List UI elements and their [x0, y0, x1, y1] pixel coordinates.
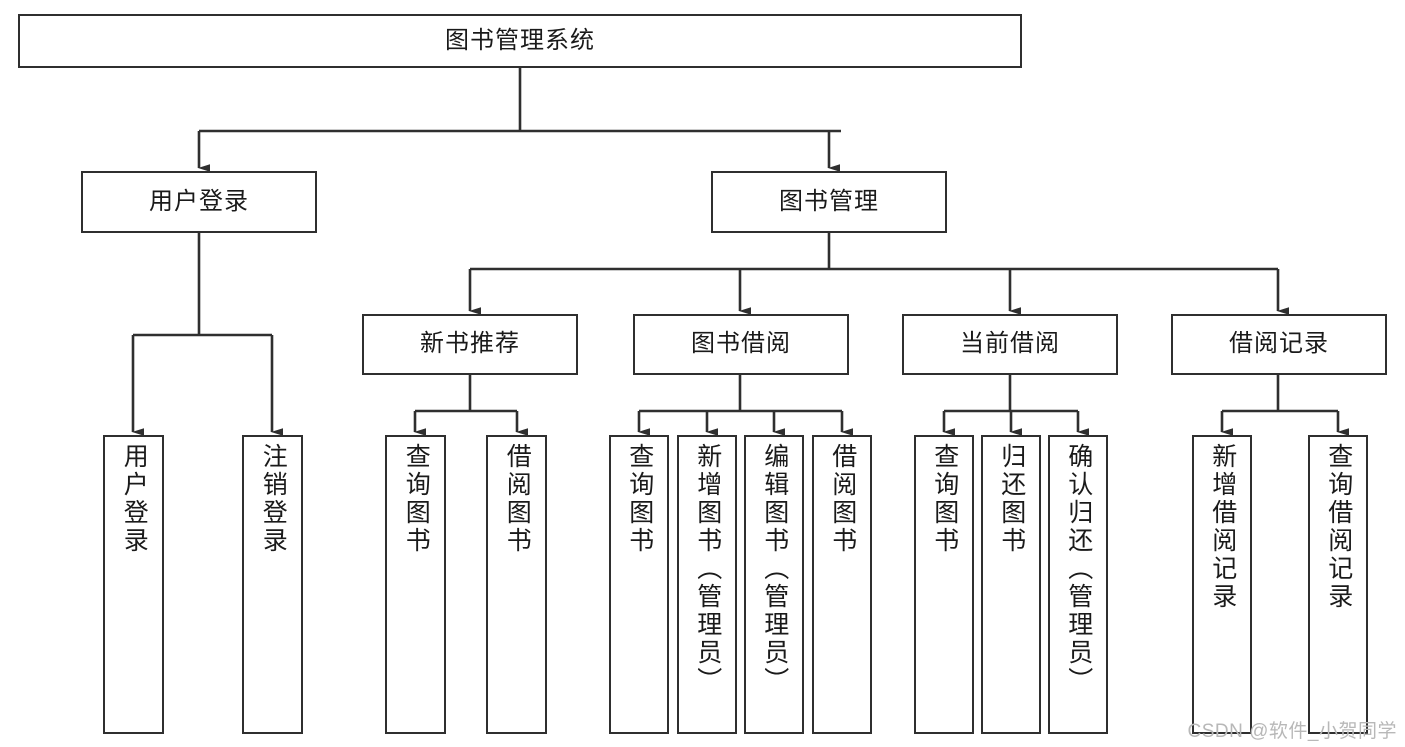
node-book-borrow[interactable]: 图书借阅	[633, 314, 849, 375]
node-book-borrow-label: 图书借阅	[691, 330, 791, 358]
node-leaf-confirm-return-admin-label: 确认归还（管理员）	[1064, 443, 1093, 695]
node-leaf-borrow-books-recommend[interactable]: 借阅图书	[486, 435, 547, 734]
node-book-management[interactable]: 图书管理	[711, 171, 947, 233]
node-book-management-label: 图书管理	[779, 187, 879, 215]
node-borrow-records[interactable]: 借阅记录	[1171, 314, 1387, 375]
node-leaf-borrow-books-label: 借阅图书	[828, 443, 857, 555]
node-user-login-label: 用户登录	[149, 187, 249, 215]
node-leaf-query-books-recommend[interactable]: 查询图书	[385, 435, 446, 734]
node-leaf-return-books-label: 归还图书	[997, 443, 1026, 555]
node-leaf-return-books[interactable]: 归还图书	[981, 435, 1041, 734]
node-leaf-edit-book-admin-label: 编辑图书（管理员）	[760, 443, 789, 695]
node-leaf-add-borrow-record[interactable]: 新增借阅记录	[1192, 435, 1252, 734]
node-leaf-query-books-current-label: 查询图书	[930, 443, 959, 555]
node-root[interactable]: 图书管理系统	[18, 14, 1022, 68]
node-new-book-recommend[interactable]: 新书推荐	[362, 314, 578, 375]
node-leaf-query-borrow-record-label: 查询借阅记录	[1324, 443, 1353, 611]
node-leaf-query-borrow-record[interactable]: 查询借阅记录	[1308, 435, 1368, 734]
node-leaf-query-books-borrow[interactable]: 查询图书	[609, 435, 669, 734]
node-leaf-query-books-current[interactable]: 查询图书	[914, 435, 974, 734]
node-current-borrow-label: 当前借阅	[960, 330, 1060, 358]
node-leaf-query-books-recommend-label: 查询图书	[402, 443, 431, 555]
node-leaf-user-login[interactable]: 用户登录	[103, 435, 164, 734]
node-leaf-edit-book-admin[interactable]: 编辑图书（管理员）	[744, 435, 804, 734]
node-leaf-add-book-admin[interactable]: 新增图书（管理员）	[677, 435, 737, 734]
node-new-book-recommend-label: 新书推荐	[420, 330, 520, 358]
node-user-login[interactable]: 用户登录	[81, 171, 317, 233]
node-leaf-user-logout-label: 注销登录	[259, 443, 288, 555]
node-borrow-records-label: 借阅记录	[1229, 330, 1329, 358]
node-leaf-confirm-return-admin[interactable]: 确认归还（管理员）	[1048, 435, 1108, 734]
node-leaf-user-login-label: 用户登录	[120, 443, 149, 555]
node-leaf-query-books-borrow-label: 查询图书	[625, 443, 654, 555]
node-leaf-borrow-books[interactable]: 借阅图书	[812, 435, 872, 734]
node-leaf-add-borrow-record-label: 新增借阅记录	[1208, 443, 1237, 611]
node-leaf-borrow-books-recommend-label: 借阅图书	[503, 443, 532, 555]
node-leaf-user-logout[interactable]: 注销登录	[242, 435, 303, 734]
node-current-borrow[interactable]: 当前借阅	[902, 314, 1118, 375]
node-root-label: 图书管理系统	[445, 26, 595, 54]
watermark: CSDN @软件_小贺同学	[1187, 721, 1397, 742]
node-leaf-add-book-admin-label: 新增图书（管理员）	[693, 443, 722, 695]
